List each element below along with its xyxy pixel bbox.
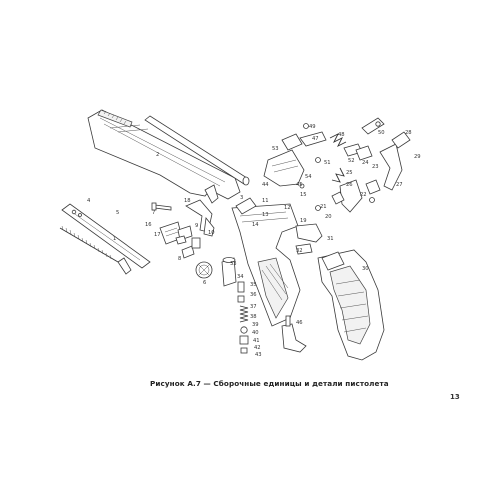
callout-35: 35 [250,282,257,288]
barrel-part [144,115,250,186]
callout-47: 47 [312,136,319,142]
grip-panel-part [317,249,385,361]
callout-37: 37 [250,304,257,310]
frame-part [231,197,301,327]
callout-30: 30 [362,266,369,272]
callout-38: 38 [250,314,257,320]
callout-41: 41 [253,338,260,344]
callout-10: 10 [208,230,215,236]
callout-8: 8 [178,256,181,262]
hammer-assembly [263,123,327,189]
callout-23: 23 [372,164,379,170]
callout-16: 16 [145,222,152,228]
callout-1: 1 [113,236,116,242]
screw-part-7 [151,202,172,211]
callout-52: 52 [348,158,355,164]
callout-45: 45 [296,182,303,188]
page-number: 13 [450,393,460,401]
callout-11: 11 [262,198,269,204]
callout-33: 33 [230,261,237,267]
disc-part-6 [195,261,213,279]
callout-31: 31 [327,236,334,242]
callout-51: 51 [324,160,331,166]
callout-2: 2 [156,152,159,158]
callout-36: 36 [250,292,257,298]
callout-40: 40 [252,330,259,336]
small-parts-left [175,235,201,259]
figure-caption: Рисунок А.7 — Сборочные единицы и детали… [150,379,389,388]
sear-spring-parts [329,117,385,183]
trigger-part [185,199,215,237]
callout-20: 20 [325,214,332,220]
callout-29: 29 [414,154,421,160]
callout-17: 17 [154,232,161,238]
callout-25: 25 [346,170,353,176]
recoil-spring-part [59,225,132,275]
callout-9: 9 [195,223,198,229]
callout-3: 3 [240,195,243,201]
callout-14: 14 [252,222,259,228]
callout-28: 28 [405,130,412,136]
magazine-follower-part [281,315,307,353]
callout-13: 13 [262,212,269,218]
callout-42: 42 [254,345,261,351]
callout-34: 34 [237,274,244,280]
callout-labels: 2 3 4 5 1 7 16 17 8 6 18 10 9 11 13 14 1… [87,124,421,358]
slide-part [87,109,241,204]
trigger-block-part [159,221,193,245]
callout-21: 21 [320,204,327,210]
callout-26: 26 [346,182,353,188]
callout-6: 6 [203,280,206,286]
callout-54: 54 [305,174,312,180]
callout-4: 4 [87,198,91,204]
callout-50: 50 [378,130,385,136]
callout-5: 5 [116,210,119,216]
callout-27: 27 [396,182,403,188]
callout-15: 15 [300,192,307,198]
callout-43: 43 [255,352,262,358]
callout-24: 24 [362,160,369,166]
callout-48: 48 [338,132,345,138]
callout-19: 19 [300,218,307,224]
guide-plate-part [61,203,151,269]
callout-39: 39 [252,322,259,328]
callout-46: 46 [296,320,303,326]
slide-stop-part [295,223,323,255]
callout-49: 49 [309,124,316,130]
callout-22: 22 [360,192,367,198]
callout-18: 18 [184,198,191,204]
callout-53: 53 [272,146,279,152]
callout-44: 44 [262,182,269,188]
magazine-spring-stack [221,257,249,354]
callout-7: 7 [152,210,155,216]
right-small-parts [315,131,411,213]
callout-12: 12 [284,205,291,211]
callout-32: 32 [296,248,303,254]
